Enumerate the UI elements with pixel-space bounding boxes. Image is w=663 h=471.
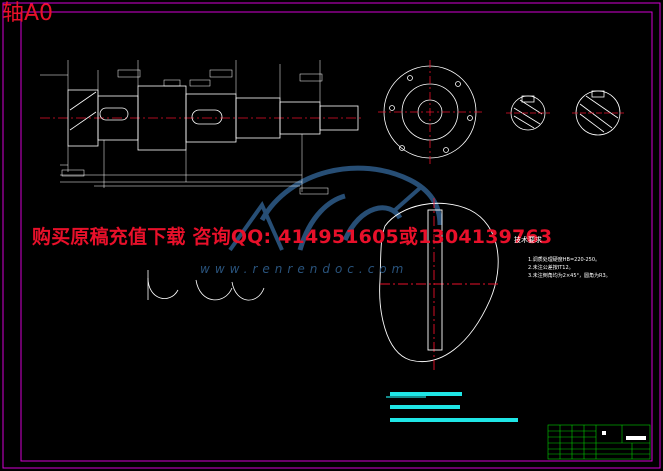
section-b-b: [506, 95, 550, 131]
technical-requirement-1: 1.调质处理硬度HB=220-250。: [528, 257, 601, 263]
flange-end-view: [378, 60, 482, 164]
drawing-title: 轴A0: [2, 1, 54, 26]
detail-views: [147, 270, 265, 301]
section-c-c: [572, 90, 624, 136]
watermark-text: www.renrendoc.com: [200, 262, 409, 276]
enlarged-detail-view: [379, 198, 500, 372]
inner-border: [20, 11, 653, 462]
shaft-main-view: [40, 60, 362, 195]
keyway-slot: [191, 109, 223, 125]
technical-requirement-2: 2.未注公差按IT12。: [528, 265, 574, 271]
technical-requirements-title: 技术要求: [514, 236, 542, 244]
watermark-logo: [228, 165, 443, 252]
technical-requirement-3: 3.未注倒角均为2×45°，圆角为R3。: [528, 273, 611, 279]
promo-banner: 购买原稿充值下载 咨询QQ: 414951605或1304139763: [32, 226, 553, 248]
title-block: [547, 424, 651, 460]
note-bars: [386, 392, 518, 422]
